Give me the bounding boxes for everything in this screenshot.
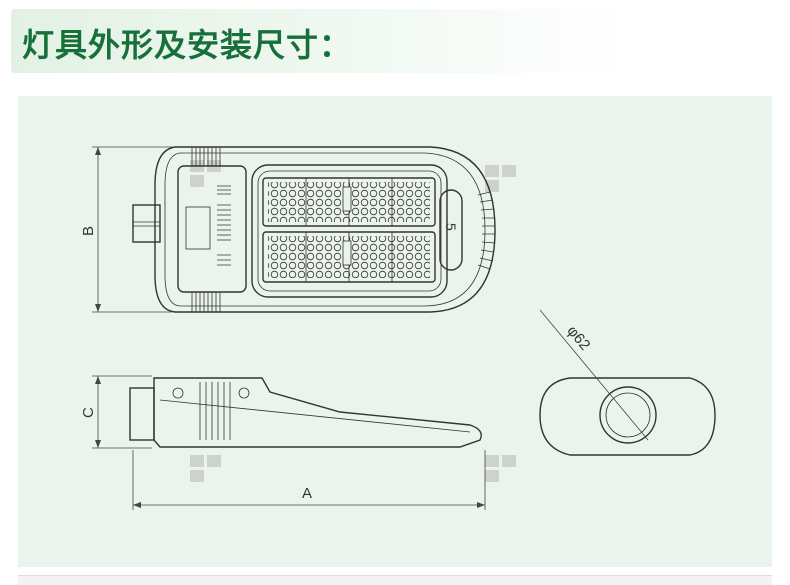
diameter-label: φ62: [563, 323, 593, 354]
svg-text:5: 5: [443, 223, 459, 231]
dimension-lines: [92, 146, 486, 510]
dimension-c-label: C: [80, 407, 97, 418]
rear-view: [539, 309, 716, 456]
fins-top: [191, 147, 221, 166]
fins-bottom: [191, 292, 221, 312]
title-band: [11, 9, 631, 73]
side-fins: [199, 382, 231, 440]
dimension-a-label: A: [302, 485, 312, 502]
driver-vents: [217, 185, 231, 266]
drawing-panel: [18, 96, 772, 567]
page-title: 灯具外形及安装尺寸：: [22, 26, 353, 64]
watermark-logo: [190, 160, 516, 482]
top-view: 5: [132, 146, 496, 313]
dimension-b-label: B: [80, 226, 97, 236]
side-view: [129, 377, 482, 448]
bottom-divider: [18, 575, 772, 585]
